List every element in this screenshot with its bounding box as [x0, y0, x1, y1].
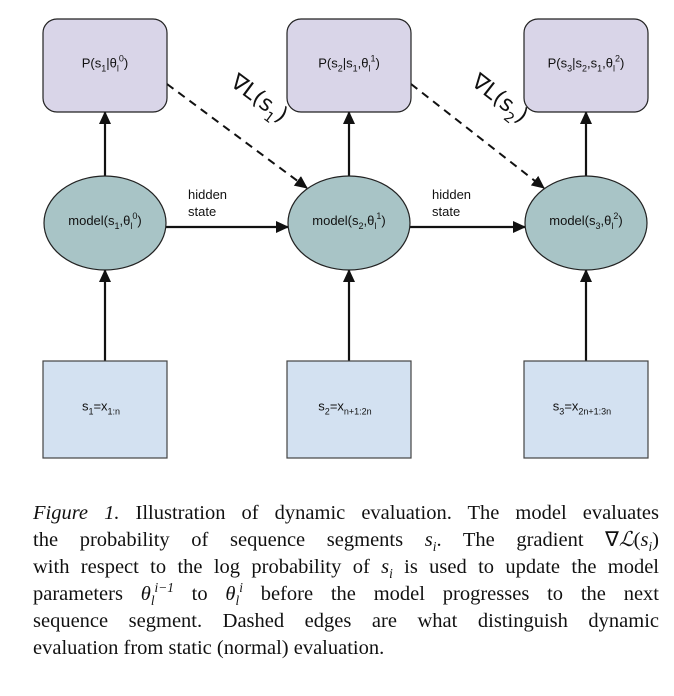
hidden-state-label: hidden [432, 187, 471, 202]
probability-node-box [286, 18, 412, 113]
caption-text: the probability of sequence segments [33, 529, 425, 551]
model-node: model(s1,θl0) [43, 175, 167, 271]
figure-caption: Figure 1. Illustration of dynamic evalua… [33, 500, 659, 662]
hidden-state-label: hidden [188, 187, 227, 202]
input-segment-node: s1=x1:n [42, 360, 168, 459]
probability-node-label: P(s3|s2,s1,θl2) [548, 54, 625, 74]
caption-text: evaluation from static (normal) evaluati… [33, 637, 385, 659]
caption-line: with respect to the log probability of s… [33, 554, 659, 581]
caption-text: ( [633, 529, 641, 551]
caption-text: before the model progresses to the next [242, 583, 659, 605]
caption-math: s [424, 529, 433, 551]
caption-text: is used to update the model [392, 556, 659, 578]
caption-math: θ [140, 583, 151, 605]
model-node: model(s3,θl2) [524, 175, 648, 271]
caption-math: l [150, 593, 155, 609]
caption-text: ) [652, 529, 659, 551]
caption-math: i [432, 539, 437, 555]
input-segment-box [523, 360, 649, 459]
caption-line: evaluation from static (normal) evaluati… [33, 635, 659, 662]
input-segment-node: s2=xn+1:2n [286, 360, 412, 459]
caption-line: sequence segment. Dashed edges are what … [33, 608, 659, 635]
edges [105, 83, 586, 361]
probability-node: P(s1|θl0) [42, 18, 168, 113]
probability-node-label: P(s2|s1,θl1) [318, 54, 380, 74]
caption-math: i [239, 580, 243, 596]
probability-node-box [42, 18, 168, 113]
probability-node: P(s2|s1,θl1) [286, 18, 412, 113]
probability-node-box [523, 18, 649, 113]
caption-text: sequence segment. Dashed edges are what … [33, 610, 659, 632]
model-node-label: model(s3,θl2) [549, 211, 622, 231]
caption-math: i [389, 566, 393, 582]
input-segment-box [286, 360, 412, 459]
model-node-label: model(s1,θl0) [68, 211, 141, 231]
gradient-loss-label: ∇L(s2) [463, 69, 533, 133]
caption-math: i−1 [154, 580, 174, 596]
model-node-label: model(s2,θl1) [312, 211, 385, 231]
caption-line: Figure 1. Illustration of dynamic evalua… [33, 500, 659, 527]
caption-math: l [235, 593, 240, 609]
hidden-state-label: state [188, 204, 216, 219]
gradient-update-arrow [166, 83, 307, 189]
input-segment-nodes: s1=x1:n s2=xn+1:2n s3=x2n+1:3n [42, 360, 649, 459]
input-segment-label: s3=x2n+1:3n [553, 399, 611, 417]
input-segment-label: s2=xn+1:2n [318, 399, 371, 417]
model-node: model(s2,θl1) [287, 175, 411, 271]
dynamic-evaluation-diagram: P(s1|θl0) P(s2|s1,θl1) P(s3|s2,s1,θl2) mod… [42, 18, 649, 459]
hidden-state-labels: hidden state hidden state [188, 187, 471, 219]
caption-math: ℒ [618, 529, 634, 551]
caption-line: the probability of sequence segments si.… [33, 527, 659, 554]
model-node-ellipse [287, 175, 411, 271]
caption-text: parameters [33, 583, 141, 605]
probability-node-label: P(s1|θl0) [82, 54, 128, 74]
probability-nodes: P(s1|θl0) P(s2|s1,θl1) P(s3|s2,s1,θl2) [42, 18, 649, 113]
caption-math: s [381, 556, 390, 578]
caption-text: to [173, 583, 226, 605]
caption-math: s [640, 529, 649, 551]
caption-math: i [648, 539, 653, 555]
model-node-ellipse [524, 175, 648, 271]
input-segment-box [42, 360, 168, 459]
gradient-loss-label: ∇L(s1) [222, 69, 293, 132]
input-segment-node: s3=x2n+1:3n [523, 360, 649, 459]
caption-text: Illustration of dynamic evaluation. The … [135, 502, 659, 524]
hidden-state-label: state [432, 204, 460, 219]
probability-node: P(s3|s2,s1,θl2) [523, 18, 649, 113]
input-segment-label: s1=x1:n [82, 399, 120, 417]
model-nodes: model(s1,θl0) model(s2,θl1) model(s3,θl2) [43, 175, 648, 271]
caption-line: parameters θli−1 to θli before the model… [33, 581, 659, 608]
gradient-update-arrow [410, 83, 544, 189]
figure-label: Figure 1. [33, 502, 136, 524]
caption-text: . The gradient ∇ [436, 529, 619, 551]
caption-math: θ [225, 583, 236, 605]
caption-text: with respect to the log probability of [33, 556, 382, 578]
model-node-ellipse [43, 175, 167, 271]
